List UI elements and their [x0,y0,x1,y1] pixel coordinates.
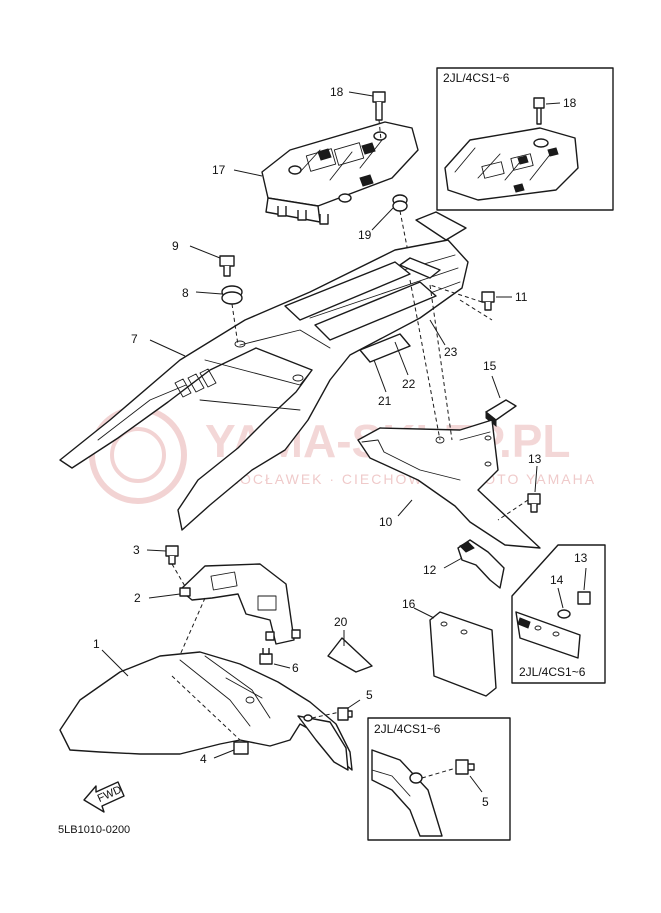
callout-13b: 13 [574,551,588,565]
callout-17: 17 [212,163,226,177]
callout-5: 5 [366,688,373,702]
part-reflector-15: 15 [483,359,517,428]
callout-22: 22 [402,377,416,391]
part-decal-20: 20 [327,615,373,673]
part-grommet-8: 8 [182,285,243,346]
callout-19: 19 [358,228,372,242]
part-license-plate-16: 16 [402,597,497,697]
part-bolt-11: 11 [429,284,528,311]
callout-20: 20 [334,615,348,629]
watermark: YAMA-SKLEP.PL WŁOCŁAWEK · CIECHOWICZ · M… [89,406,596,504]
callout-16: 16 [402,597,416,611]
part-bolt-18: 18 [330,85,386,141]
callout-5b: 5 [482,795,489,809]
part-bolt-13: 13 [497,452,542,521]
callout-10: 10 [379,515,393,529]
callout-14: 14 [550,573,564,587]
callout-6: 6 [292,661,299,675]
part-rear-fender-10: 10 [357,279,541,549]
watermark-logo-core [110,427,166,483]
part-carrier-17: 17 [212,121,419,225]
callout-15: 15 [483,359,497,373]
callout-21: 21 [378,394,392,408]
callout-11: 11 [515,290,528,304]
callout-13: 13 [528,452,542,466]
callout-12: 12 [423,563,437,577]
inset-box-fender-tip: 2JL/4CS1~6 13 14 [511,544,606,684]
part-bolt-3: 3 [133,543,179,565]
inset-box-front-fender: 2JL/4CS1~6 5 [367,717,511,841]
part-nut-4: 4 [200,741,249,766]
callout-7: 7 [131,332,138,346]
inset-fender-label: 2JL/4CS1~6 [519,665,586,679]
callout-18: 18 [330,85,344,99]
diagram-code: 5LB1010-0200 [58,824,130,836]
part-bolt-9: 9 [172,239,235,277]
fwd-arrow-icon: FWD [83,781,125,813]
part-front-fender-1: 1 [59,597,353,771]
callout-8: 8 [182,286,189,300]
inset-box-carrier: 2JL/4CS1~6 18 [436,67,614,211]
callout-3: 3 [133,543,140,557]
part-bracket-12: 12 [423,539,505,589]
callout-2: 2 [134,591,141,605]
part-seat-rails: 23 22 21 [284,261,458,408]
callout-1: 1 [93,637,100,651]
callout-23: 23 [444,345,458,359]
callout-18b: 18 [563,96,577,110]
part-bolt-6: 6 [259,648,299,675]
inset-front-fender-label: 2JL/4CS1~6 [374,722,441,736]
part-bracket-2: 2 [134,563,301,645]
part-grommet-5: 5 [337,688,373,721]
label-plate [415,211,467,241]
callout-9: 9 [172,239,179,253]
watermark-subtitle: WŁOCŁAWEK · CIECHOWICZ · MOTO YAMAHA [215,471,596,487]
inset-bolt-18 [533,97,545,125]
inset-carrier-label: 2JL/4CS1~6 [443,71,510,85]
callout-4: 4 [200,752,207,766]
